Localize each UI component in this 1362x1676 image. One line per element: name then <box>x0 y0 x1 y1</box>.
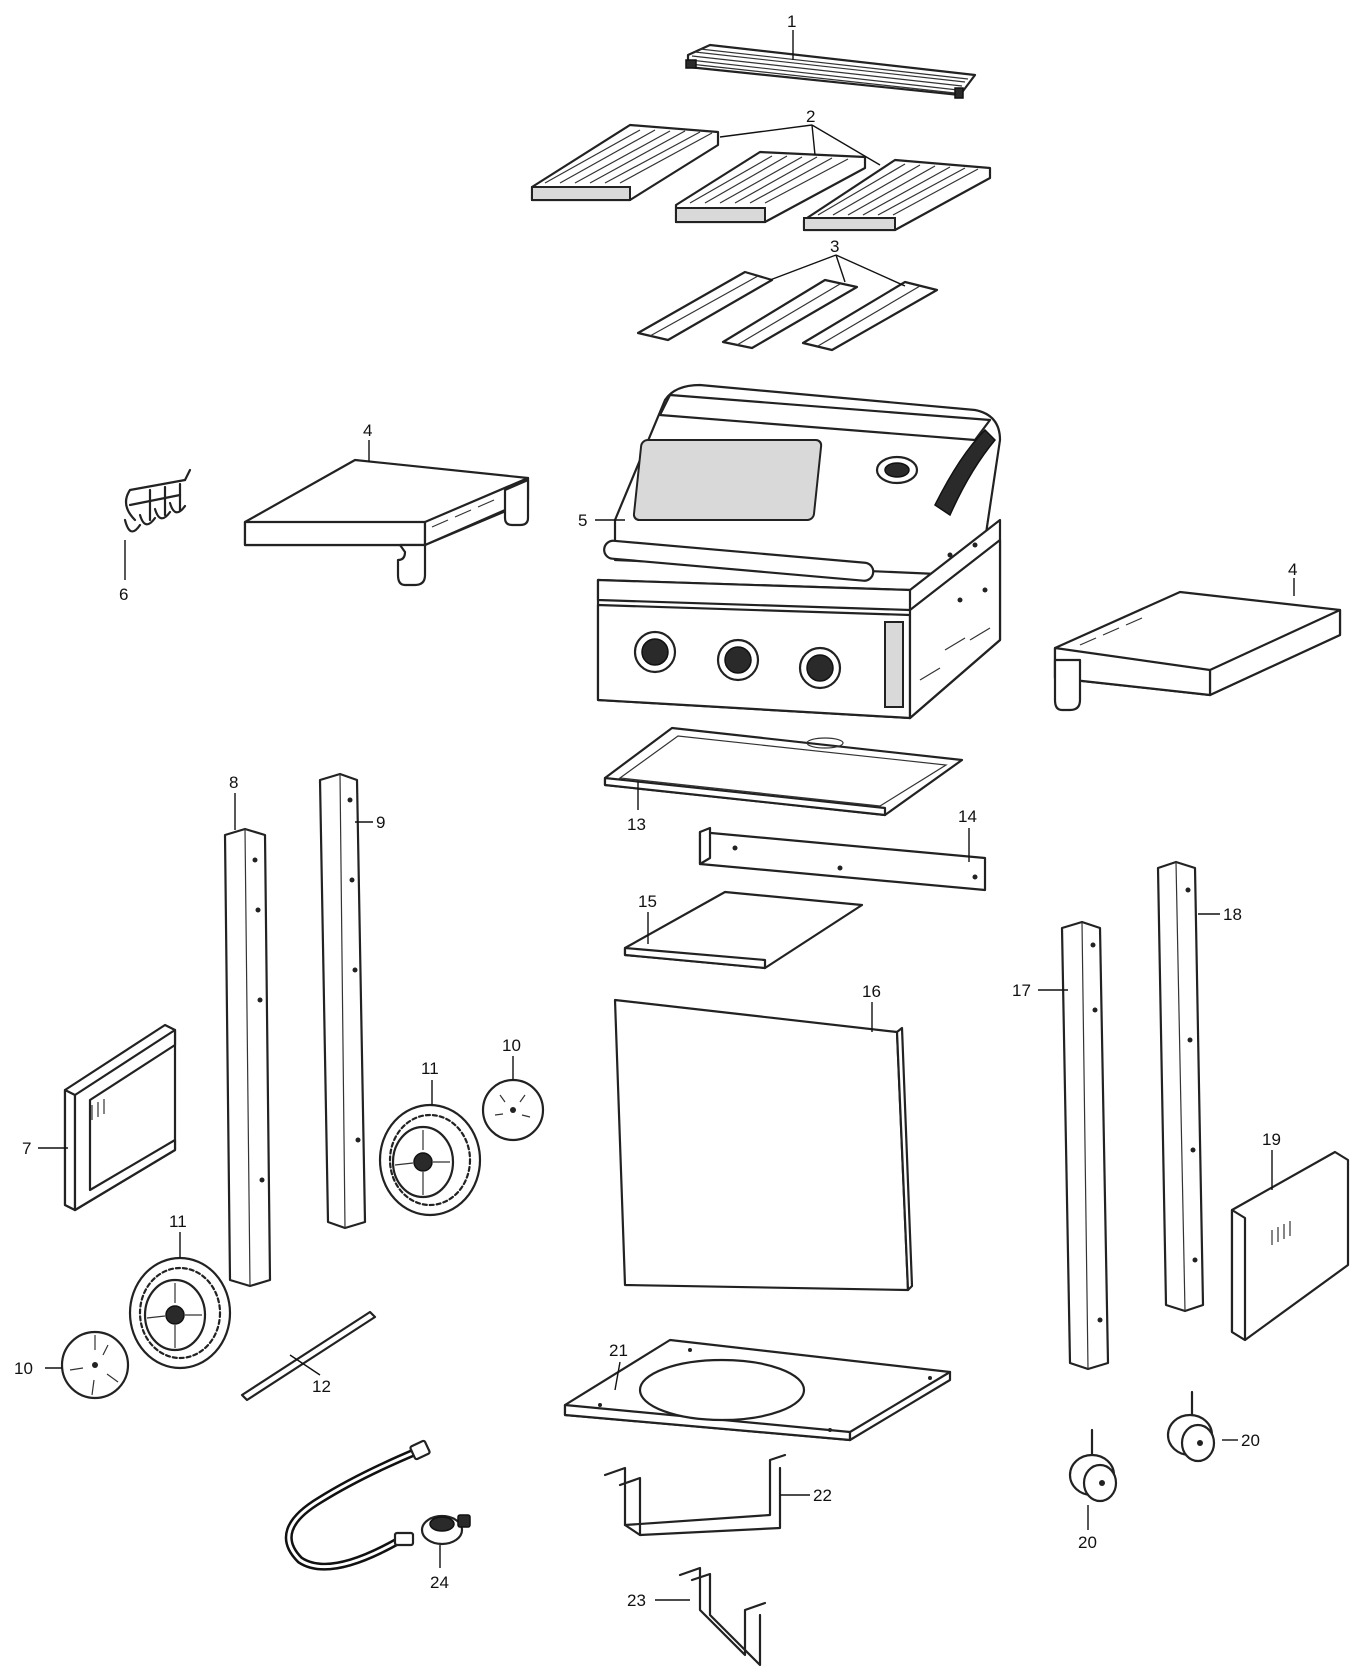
part-tank-bracket-small <box>678 1566 767 1667</box>
cooking-grate-left <box>530 123 720 202</box>
part-back-panel <box>613 998 914 1292</box>
part-hubcap-a <box>481 1078 545 1142</box>
part-wheel-a <box>378 1103 482 1217</box>
callout-8: 8 <box>229 773 238 792</box>
part-axle <box>240 1310 377 1402</box>
callout-6: 6 <box>119 585 128 604</box>
callout-14: 14 <box>958 807 977 826</box>
part-tank-bracket <box>603 1453 787 1537</box>
cooking-grate-right <box>802 158 992 232</box>
part-hose-regulator <box>284 1439 471 1571</box>
part-side-shelf-right <box>1053 590 1342 712</box>
callout-4-right: 4 <box>1288 560 1297 579</box>
callout-9: 9 <box>376 813 385 832</box>
callout-1: 1 <box>787 12 796 31</box>
part-leg-18 <box>1156 860 1205 1313</box>
part-back-brace <box>698 826 987 892</box>
callout-23: 23 <box>627 1591 646 1610</box>
part-side-shelf-left <box>243 458 530 587</box>
part-caster-a <box>1068 1428 1118 1503</box>
part-cooking-grates <box>530 123 992 232</box>
part-leg-9 <box>318 772 367 1230</box>
callout-12: 12 <box>312 1377 331 1396</box>
callout-16: 16 <box>862 982 881 1001</box>
part-tool-hooks <box>123 468 192 533</box>
leader-lines <box>38 30 1295 1601</box>
callout-7: 7 <box>22 1139 31 1158</box>
callout-4-left: 4 <box>363 421 372 440</box>
callout-19: 19 <box>1262 1130 1281 1149</box>
callout-13: 13 <box>627 815 646 834</box>
control-knobs <box>633 630 842 690</box>
callout-15: 15 <box>638 892 657 911</box>
part-bottom-shelf <box>563 1338 952 1442</box>
callout-5: 5 <box>578 511 587 530</box>
part-grease-cup-tray <box>623 890 864 970</box>
callout-11-b: 11 <box>169 1212 187 1231</box>
part-warming-rack <box>685 43 977 99</box>
part-grill-head <box>596 383 1002 720</box>
callout-2: 2 <box>806 107 815 126</box>
callout-21: 21 <box>609 1341 628 1360</box>
cooking-grate-middle <box>674 150 867 224</box>
part-caster-b <box>1166 1390 1216 1463</box>
part-leg-17 <box>1060 920 1110 1371</box>
callout-10-a: 10 <box>502 1036 521 1055</box>
part-leg-8 <box>223 827 272 1288</box>
part-flame-tamers <box>636 270 939 352</box>
part-side-panel-right <box>1230 1150 1350 1342</box>
part-grease-tray <box>603 726 964 817</box>
callout-20-b: 20 <box>1241 1431 1260 1450</box>
callout-labels: 1 2 3 4 4 5 6 7 8 9 10 10 11 11 12 13 14… <box>14 12 1297 1610</box>
callout-3: 3 <box>830 237 839 256</box>
callout-20-a: 20 <box>1078 1533 1097 1552</box>
callout-22: 22 <box>813 1486 832 1505</box>
part-side-panel-left <box>63 1023 177 1212</box>
part-hubcap-b <box>60 1330 130 1400</box>
part-wheel-b <box>128 1256 232 1370</box>
callout-17: 17 <box>1012 981 1031 1000</box>
callout-10-b: 10 <box>14 1359 33 1378</box>
callout-11-a: 11 <box>421 1059 439 1078</box>
callout-18: 18 <box>1223 905 1242 924</box>
callout-24: 24 <box>430 1573 449 1592</box>
